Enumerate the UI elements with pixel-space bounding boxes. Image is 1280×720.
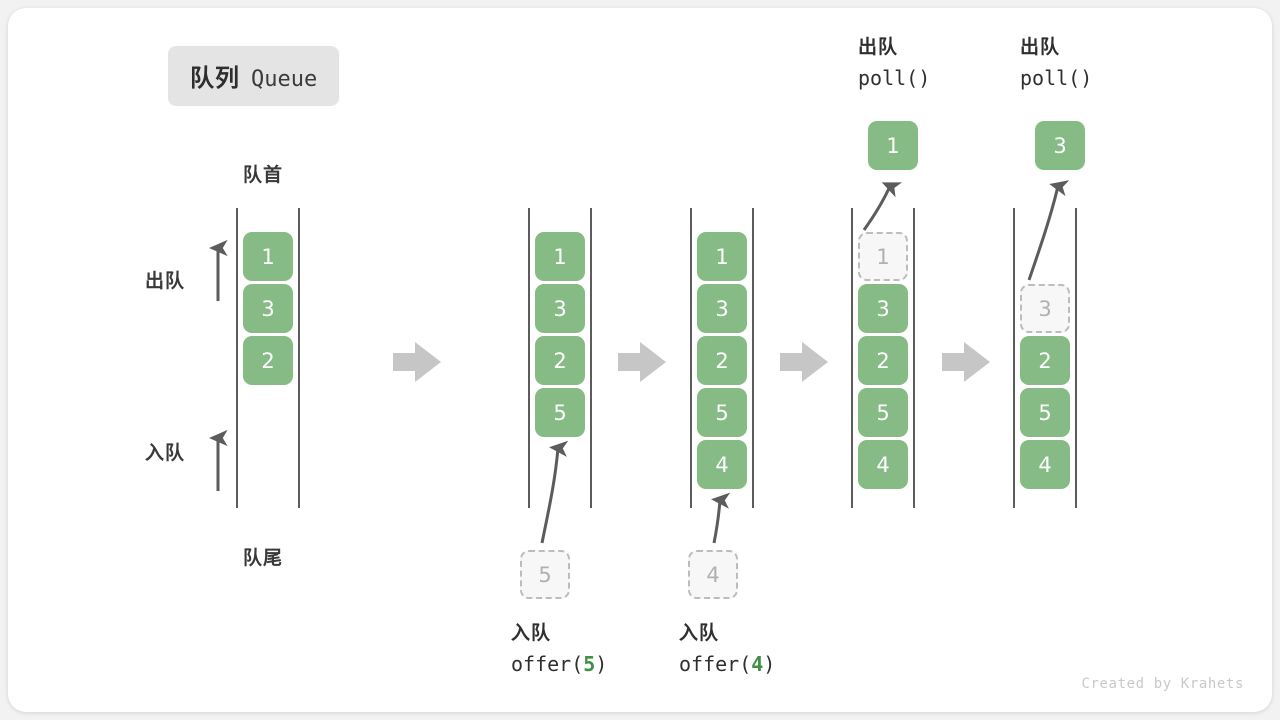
queue-rail-left-col2	[528, 208, 530, 508]
queue-cell: 3	[858, 284, 908, 333]
diagram-title-chip: 队列 Queue	[168, 46, 340, 106]
queue-cell: 2	[1020, 336, 1070, 385]
title-en: Queue	[251, 67, 318, 92]
queue-front-label: 队首	[243, 165, 284, 186]
poll-3-caption-code: poll()	[1020, 65, 1093, 90]
queue-cell: 5	[1020, 388, 1070, 437]
offer-4-caption: 入队 offer(4)	[679, 620, 775, 679]
offer-4-close: )	[763, 651, 776, 676]
queue-cell: 1	[535, 232, 585, 281]
queue-cell: 5	[697, 388, 747, 437]
offer-4-insert-arrow	[711, 492, 731, 544]
diagram-card: 队列 Queue 队首 队尾 出队 入队 1 3 2 1 3 2 5 5 入队 …	[8, 8, 1272, 712]
queue-cell: 3	[697, 284, 747, 333]
step-arrow	[618, 342, 666, 382]
queue-cell: 2	[858, 336, 908, 385]
watermark: Created by Krahets	[1081, 676, 1244, 692]
queue-cell: 1	[243, 232, 293, 281]
offer-4-caption-cn: 入队	[679, 623, 720, 644]
offer-5-caption: 入队 offer(5)	[511, 620, 607, 679]
poll-3-caption: 出队 poll()	[1020, 34, 1092, 93]
queue-cell: 2	[697, 336, 747, 385]
poll-1-caption: 出队 poll()	[858, 34, 930, 93]
queue-cell: 5	[858, 388, 908, 437]
queue-rail-right-col2	[590, 208, 592, 508]
queue-rail-left-col5	[1013, 208, 1015, 508]
queue-rail-left-col4	[851, 208, 853, 508]
offer-5-close: )	[595, 651, 608, 676]
arrows-overlay	[208, 180, 1070, 544]
poll-1-caption-cn: 出队	[858, 37, 899, 58]
offer-4-caption-code: offer(4)	[679, 649, 775, 679]
queue-cell: 2	[535, 336, 585, 385]
offer-4-op: offer(	[679, 651, 752, 676]
queue-rail-right-col5	[1075, 208, 1077, 508]
removed-ghost-cell: 1	[858, 232, 908, 281]
poll-3-caption-cn: 出队	[1020, 37, 1061, 58]
queue-rail-right-col3	[752, 208, 754, 508]
step-arrow	[942, 342, 990, 382]
queue-cell: 3	[243, 284, 293, 333]
step-arrow	[393, 342, 441, 382]
incoming-ghost-cell: 5	[520, 550, 570, 599]
offer-5-caption-cn: 入队	[511, 623, 552, 644]
queue-rail-left-col1	[236, 208, 238, 508]
removed-ghost-cell: 3	[1020, 284, 1070, 333]
step-arrow	[780, 342, 828, 382]
queue-rail-right-col1	[298, 208, 300, 508]
offer-5-op: offer(	[511, 651, 584, 676]
poll-1-caption-code: poll()	[858, 65, 931, 90]
queue-rail-right-col4	[913, 208, 915, 508]
polled-output-cell: 3	[1035, 121, 1085, 170]
queue-cell: 3	[535, 284, 585, 333]
queue-rail-left-col3	[690, 208, 692, 508]
queue-cell-new: 5	[535, 388, 585, 437]
dequeue-direction-label: 出队	[145, 271, 186, 292]
offer-5-caption-code: offer(5)	[511, 649, 607, 679]
title-cn: 队列	[190, 65, 240, 92]
enqueue-direction-label: 入队	[145, 443, 186, 464]
offer-5-arg: 5	[583, 651, 596, 676]
diagram-stage: 队列 Queue 队首 队尾 出队 入队 1 3 2 1 3 2 5 5 入队 …	[8, 8, 1272, 712]
queue-cell: 4	[858, 440, 908, 489]
poll-3-extract-arrow	[1027, 180, 1070, 281]
queue-cell-new: 4	[697, 440, 747, 489]
offer-5-insert-arrow	[540, 440, 569, 544]
queue-cell: 2	[243, 336, 293, 385]
polled-output-cell: 1	[868, 121, 918, 170]
queue-rear-label: 队尾	[243, 548, 284, 569]
poll-1-extract-arrow	[862, 182, 903, 231]
queue-cell: 4	[1020, 440, 1070, 489]
queue-cell: 1	[697, 232, 747, 281]
offer-4-arg: 4	[751, 651, 764, 676]
incoming-ghost-cell: 4	[688, 550, 738, 599]
